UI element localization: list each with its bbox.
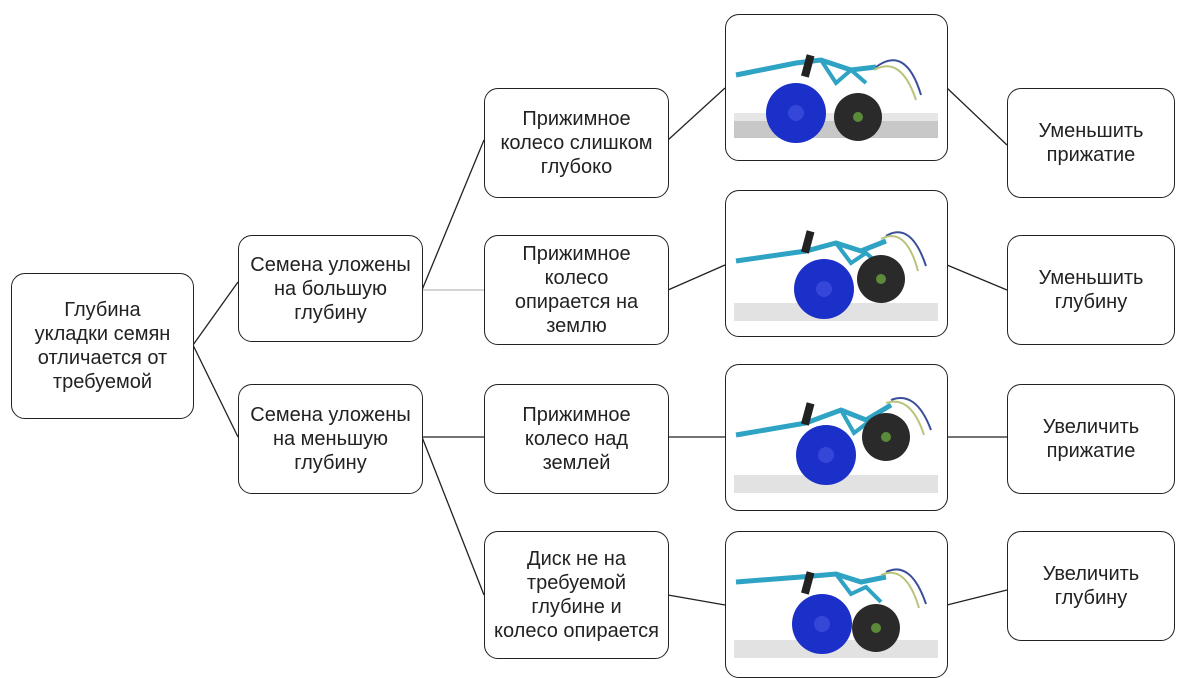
connector-root-to-deeper [192,281,239,346]
connector-image-4-to-action-4 [946,589,1008,606]
cause-node-4: Диск не на требуемой глубине и колесо оп… [484,531,669,659]
connector-cause-2-to-image-2 [667,264,726,291]
shallower-seeding-node: Семена уложены на меньшую глубину [238,384,423,494]
action-node-1: Уменьшить прижатие [1007,88,1175,198]
illustration-4 [725,531,948,678]
connector-image-1-to-action-1 [946,87,1008,146]
illustration-2 [725,190,948,337]
cause-node-1: Прижимное колесо слишком глубоко [484,88,669,198]
connector-cause-1-to-image-1 [667,87,726,141]
action-node-4: Увеличить глубину [1007,531,1175,641]
illustration-3 [725,364,948,511]
action-node-3: Увеличить прижатие [1007,384,1175,494]
illustration-1 [725,14,948,161]
planter-unit-icon [734,397,938,493]
cause-node-2: Прижимное колесо опирается на землю [484,235,669,345]
connector-deeper-to-cause-1 [421,139,485,291]
planter-unit-icon [734,54,938,143]
connector-root-to-shallower [192,344,239,438]
root-node: Глубина укладки семян отличается от треб… [11,273,194,419]
action-node-2: Уменьшить глубину [1007,235,1175,345]
connector-cause-4-to-image-4 [667,594,726,606]
cause-node-3: Прижимное колесо над землей [484,384,669,494]
connector-shallower-to-cause-4 [421,436,485,596]
planter-unit-icon [734,568,938,658]
planter-unit-icon [734,230,938,321]
connector-image-2-to-action-2 [946,264,1008,291]
deeper-seeding-node: Семена уложены на большую глубину [238,235,423,342]
